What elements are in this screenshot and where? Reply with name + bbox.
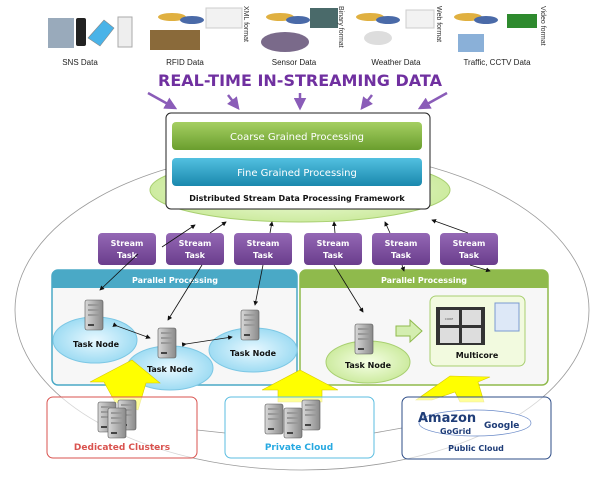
private-cloud-label: Private Cloud <box>265 443 333 453</box>
stream-task-box <box>98 233 156 265</box>
stream-task-box <box>166 233 224 265</box>
stream-task-label: Stream <box>317 239 350 248</box>
cpu-cores-icon: CORE <box>436 307 485 345</box>
dedicated-clusters-box: Dedicated Clusters <box>46 396 198 459</box>
stream-task-label: Stream <box>453 239 486 248</box>
rfid-data-icon <box>150 7 243 50</box>
inflow-arrows <box>147 91 448 111</box>
stream-task-label: Stream <box>179 239 212 248</box>
stream-task-box <box>234 233 292 265</box>
right-arrow-icon <box>395 318 423 344</box>
main-title: REAL-TIME IN-STREAMING DATA <box>158 71 443 90</box>
sns-data-icon <box>48 16 133 48</box>
weather-data-icon <box>356 9 435 45</box>
fine-grained-label: Fine Grained Processing <box>237 168 357 179</box>
multicore-box: CORE Multicore <box>429 295 526 367</box>
stream-task-label: Task <box>253 251 274 260</box>
provider-amazon: Amazon <box>418 411 476 426</box>
stream-task-label: Stream <box>385 239 418 248</box>
stream-task-box <box>304 233 362 265</box>
task-node-label: Task Node <box>345 361 392 370</box>
coarse-grained-bar <box>172 122 422 150</box>
task-node-label: Task Node <box>147 365 194 374</box>
format-label-xml: XML format <box>242 6 249 42</box>
fine-grained-bar <box>172 158 422 186</box>
task-node-label: Task Node <box>230 349 277 358</box>
public-cloud-box: Amazon Google GoGrid Public Cloud <box>401 396 552 460</box>
stream-task-label: Task <box>459 251 480 260</box>
stream-task-label: Stream <box>247 239 280 248</box>
parallel-left-title: Parallel Processing <box>132 276 218 285</box>
provider-google: Google <box>484 421 519 431</box>
traffic-cctv-data-icon <box>454 13 537 52</box>
cloud-icon <box>418 409 532 437</box>
source-label-sensor: Sensor Data <box>272 58 317 67</box>
stream-task-label: Stream <box>111 239 144 248</box>
multicore-label: Multicore <box>456 351 499 360</box>
memory-icon <box>494 302 520 332</box>
task-node-4: Task Node <box>325 323 411 384</box>
connection-arrows <box>99 219 491 347</box>
source-label-traffic: Traffic, CCTV Data <box>463 58 531 67</box>
private-cloud-box: Private Cloud <box>224 396 375 459</box>
framework-caption: Distributed Stream Data Processing Frame… <box>189 194 405 203</box>
source-label-weather: Weather Data <box>371 58 421 67</box>
yellow-arrow-public <box>415 375 491 403</box>
format-label-video: Video format <box>539 6 546 46</box>
source-label-rfid: RFID Data <box>166 58 204 67</box>
provider-gogrid: GoGrid <box>440 427 471 436</box>
format-label-web: Web format <box>435 6 442 42</box>
resource-arrows <box>89 359 491 411</box>
stream-tasks: StreamTaskStreamTaskStreamTaskStreamTask… <box>98 233 498 265</box>
stream-task-box <box>440 233 498 265</box>
stream-task-label: Task <box>391 251 412 260</box>
public-cloud-label: Public Cloud <box>448 444 504 453</box>
task-node-label: Task Node <box>73 340 120 349</box>
core-label: CORE <box>445 317 454 321</box>
sensor-data-icon <box>261 8 338 52</box>
dedicated-clusters-label: Dedicated Clusters <box>74 443 170 453</box>
parallel-right-title: Parallel Processing <box>381 276 467 285</box>
stream-task-box <box>372 233 430 265</box>
stream-task-label: Task <box>117 251 138 260</box>
format-label-binary: Binary format <box>337 6 344 48</box>
coarse-grained-label: Coarse Grained Processing <box>230 132 364 143</box>
source-label-sns: SNS Data <box>62 58 98 67</box>
stream-task-label: Task <box>323 251 344 260</box>
stream-task-label: Task <box>185 251 206 260</box>
